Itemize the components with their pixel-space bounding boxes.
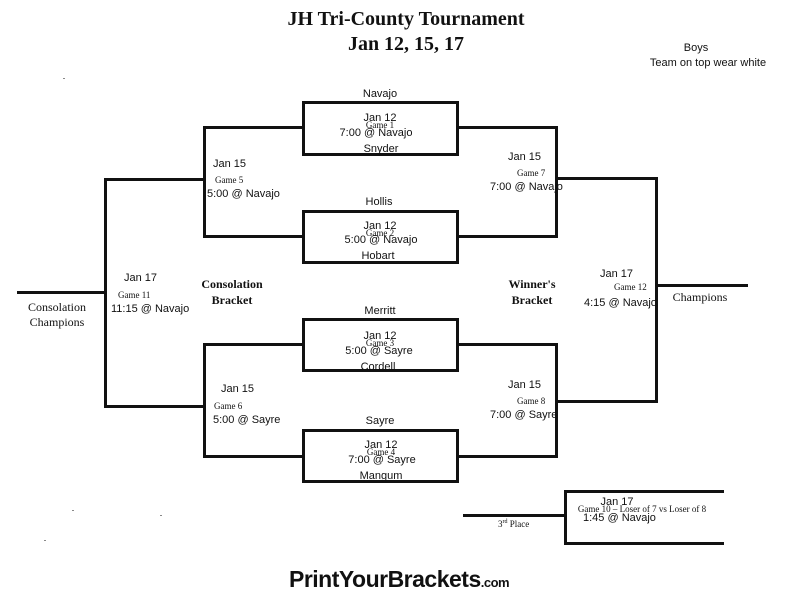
game3-time: 5:00 @ Sayre [345, 345, 413, 357]
winners-bracket-label-2: Bracket [511, 293, 553, 307]
game1-time: 7:00 @ Navajo [339, 127, 413, 139]
game12-date: Jan 17 [600, 268, 634, 280]
game2-time: 5:00 @ Navajo [344, 234, 418, 246]
game8-date: Jan 15 [508, 379, 542, 391]
game2-number: Game 2 [365, 228, 395, 238]
game2-bottom-team: Hobart [361, 250, 395, 262]
page-title: JH Tri-County Tournament [287, 8, 525, 30]
game4-time: 7:00 @ Sayre [348, 454, 416, 466]
game3-top-team: Merritt [364, 305, 396, 317]
game10-date: Jan 17 [600, 496, 634, 508]
scan-speck [72, 510, 74, 511]
game4-date: Jan 12 [364, 439, 398, 451]
game1-bottom-team: Snyder [363, 143, 399, 155]
game2-top-team: Hollis [365, 196, 393, 208]
printyourbrackets-logo: PrintYourBrackets.com [289, 566, 510, 592]
game6-date: Jan 15 [221, 383, 255, 395]
game7-time: 7:00 @ Navajo [490, 181, 563, 193]
game4-top-team: Sayre [365, 415, 395, 427]
game8-number: Game 8 [517, 396, 546, 406]
scan-speck [63, 78, 65, 79]
game10-number: Game 10 – Loser of 7 vs Loser of 8 [577, 504, 707, 514]
game4-number: Game 4 [366, 447, 396, 457]
division-label: Boys [683, 42, 709, 54]
consolation-champions-label-2: Champions [29, 315, 85, 329]
game3-date: Jan 12 [363, 330, 397, 342]
game3-bottom-team: Cordell [360, 361, 396, 373]
scan-speck [160, 515, 162, 516]
game11-number: Game 11 [118, 290, 151, 300]
game5-number: Game 5 [215, 175, 244, 185]
champions-label: Champions [672, 290, 728, 304]
game10-time: 1:45 @ Navajo [583, 512, 656, 524]
third-place-label: 3rd Place [498, 519, 530, 529]
consolation-champions-label-1: Consolation [27, 300, 87, 314]
game3-number: Game 3 [365, 338, 395, 348]
game1-top-team: Navajo [362, 88, 398, 100]
game4-bottom-team: Mangum [359, 470, 403, 482]
game11-time: 11:15 @ Navajo [111, 303, 190, 315]
game12-time: 4:15 @ Navajo [584, 297, 657, 309]
consolation-bracket-label-1: Consolation [201, 277, 263, 291]
winners-bracket-label-1: Winner's [508, 277, 556, 291]
game6-time: 5:00 @ Sayre [213, 414, 281, 426]
tournament-dates: Jan 12, 15, 17 [347, 33, 465, 55]
uniform-note: Team on top wear white [649, 57, 767, 69]
consolation-bracket-label-2: Bracket [211, 293, 253, 307]
game11-date: Jan 17 [124, 272, 158, 284]
game12-number: Game 12 [614, 282, 647, 292]
game1-date: Jan 12 [363, 112, 397, 124]
game2-date: Jan 12 [363, 220, 397, 232]
game1-number: Game 1 [365, 120, 395, 130]
game7-date: Jan 15 [508, 151, 542, 163]
game6-number: Game 6 [214, 401, 243, 411]
game8-time: 7:00 @ Sayre [490, 409, 558, 421]
game5-date: Jan 15 [213, 158, 247, 170]
game7-number: Game 7 [517, 168, 546, 178]
game5-time: 5:00 @ Navajo [207, 188, 280, 200]
scan-speck [44, 540, 46, 541]
